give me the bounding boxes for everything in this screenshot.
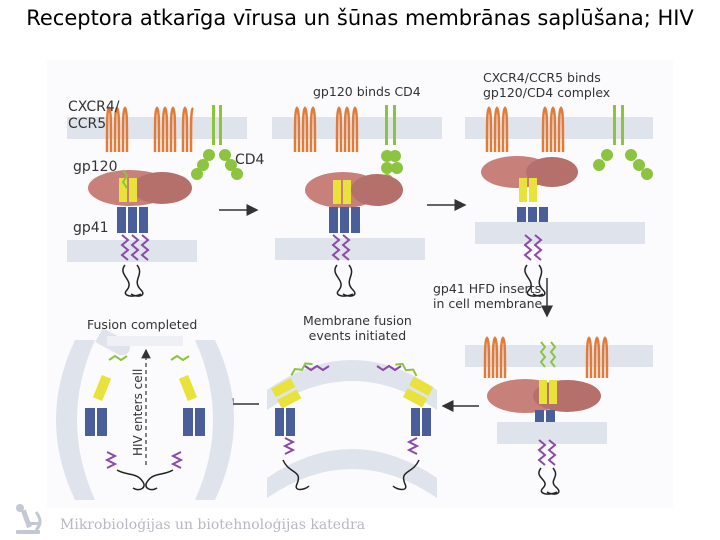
label-gp120: gp120	[73, 159, 118, 175]
hfd-1	[120, 234, 150, 261]
label-hiv-enters-cell: HIV enters cell	[131, 368, 145, 456]
cd4-receptor-1	[191, 105, 243, 180]
hiv-fusion-diagram: CXCR4/ CCR5 CD4 gp120 gp41 gp120 binds C…	[47, 60, 673, 508]
cell-membrane-5	[267, 360, 437, 410]
panel-3	[465, 105, 653, 297]
viral-membrane-4	[497, 422, 607, 444]
label-gp41-hfd: gp41 HFD inserts in cell membrane	[433, 281, 543, 311]
footer-department-name: Mikrobioloģijas un biotehnoloģijas kated…	[60, 517, 366, 533]
panel-2	[272, 105, 442, 297]
label-cxcr4-ccr5: CXCR4/ CCR5	[68, 99, 120, 132]
slide-title: Receptora atkarīga vīrusa un šūnas membr…	[26, 6, 694, 30]
label-gp41: gp41	[73, 220, 109, 236]
label-gp120-binds-cd4: gp120 binds CD4	[313, 84, 421, 99]
label-membrane-fusion: Membrane fusion events initiated	[303, 313, 412, 343]
viral-membrane-2	[275, 238, 425, 260]
coreceptor-1	[105, 106, 195, 153]
viral-membrane-5	[267, 449, 437, 498]
label-fusion-completed: Fusion completed	[87, 317, 198, 332]
microscope-icon	[16, 504, 42, 534]
gp41-1	[117, 169, 148, 233]
panel-6	[56, 327, 234, 500]
panel-5	[267, 360, 437, 498]
panel-4	[465, 336, 653, 495]
label-cd4: CD4	[235, 152, 265, 168]
viral-membrane-3	[475, 222, 645, 244]
footer: Mikrobioloģijas un biotehnoloģijas kated…	[0, 508, 720, 540]
label-cxcr4-binds: CXCR4/CCR5 binds gp120/CD4 complex	[483, 70, 611, 100]
fused-membrane-right	[195, 340, 234, 500]
diagram-graphics	[56, 105, 653, 500]
fused-membrane-left	[56, 340, 95, 500]
viral-membrane-1	[67, 240, 197, 262]
panel-1	[67, 105, 247, 297]
